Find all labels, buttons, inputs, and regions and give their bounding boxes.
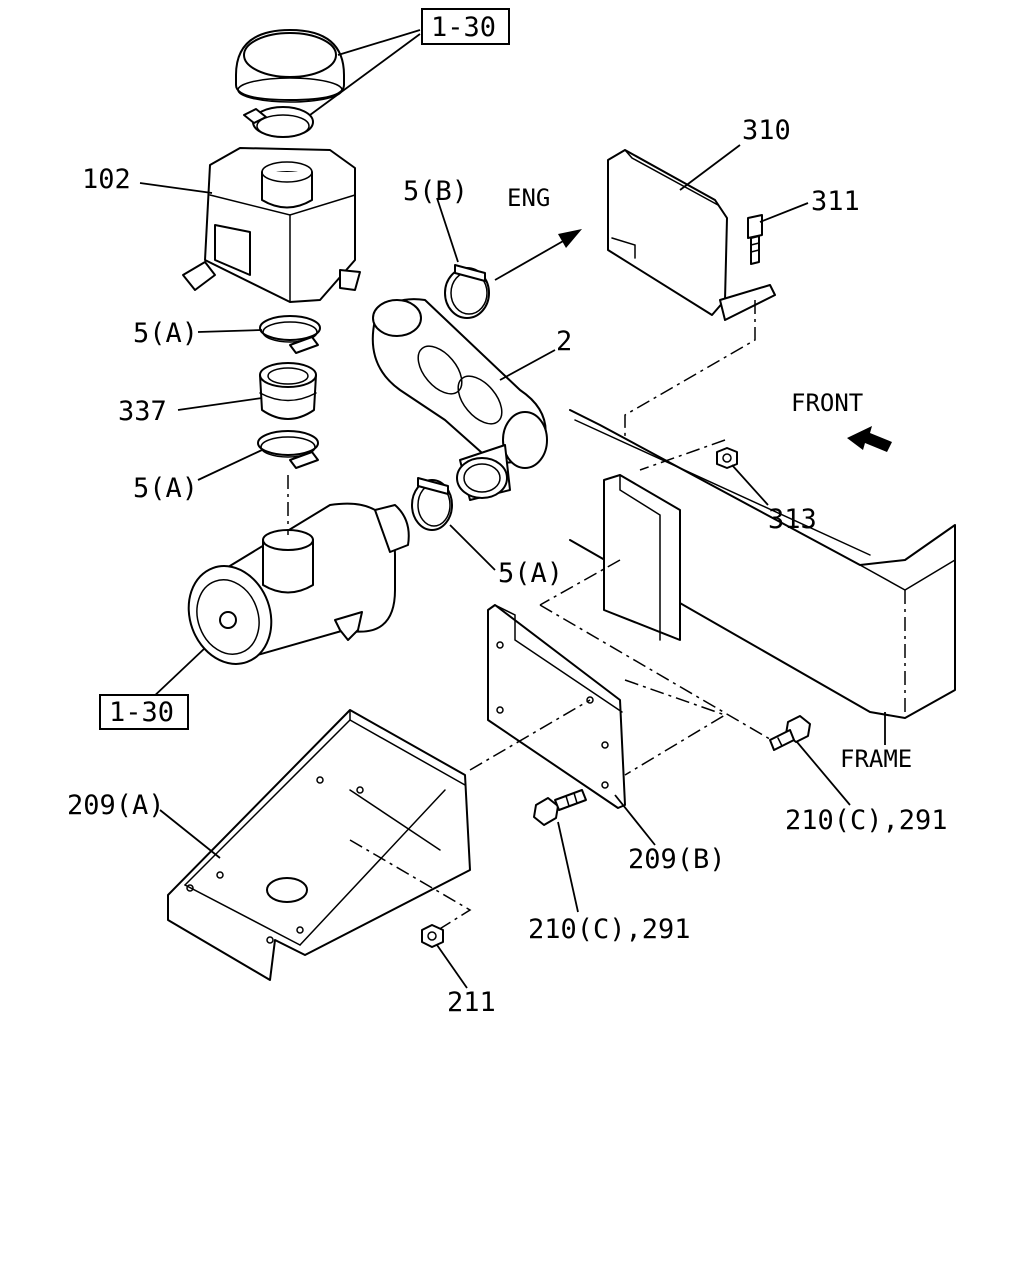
part-337-label: 337 <box>118 396 167 427</box>
bolt-210c-bottom <box>533 789 587 826</box>
part-211-label: 211 <box>447 987 496 1018</box>
clamp-5a-upper <box>259 315 321 354</box>
air-box-102 <box>182 147 361 303</box>
leader-lines <box>139 29 886 989</box>
clamp-5a-right <box>411 477 453 531</box>
frame-rail <box>569 409 956 719</box>
part-210c-right-label: 210(C),291 <box>785 805 948 836</box>
part-313-label: 313 <box>768 504 817 535</box>
front-direction-arrow <box>847 426 892 452</box>
nut-211 <box>421 924 444 948</box>
intake-hose-2 <box>371 298 548 501</box>
ref-1-30-bottom-box <box>99 694 189 730</box>
hose-337 <box>259 362 317 420</box>
air-cleaner-cap <box>235 29 345 103</box>
bracket-mount-line <box>624 300 756 465</box>
part-210c-bottom-label: 210(C),291 <box>528 914 691 945</box>
part-2-label: 2 <box>556 326 572 357</box>
bracket-209a <box>167 709 471 981</box>
nut-313 <box>716 447 738 469</box>
frame-upright <box>603 474 681 641</box>
bracket-209b-line-4 <box>624 679 727 776</box>
part-102-label: 102 <box>82 164 131 195</box>
eng-direction-arrow <box>494 229 582 281</box>
bracket-209b-line-3 <box>469 699 591 771</box>
part-311-label: 311 <box>811 186 860 217</box>
cap-clamp <box>243 106 314 138</box>
ref-1-30-top-label: 1-30 <box>431 12 496 43</box>
ref-1-30-bottom-label: 1-30 <box>109 697 174 728</box>
part-209b-label: 209(B) <box>628 844 726 875</box>
part-5a-right-label: 5(A) <box>498 558 563 589</box>
clamp-5b <box>444 264 490 319</box>
ref-1-30-top-box <box>421 8 510 45</box>
bracket-209a-line <box>349 839 472 936</box>
part-5a-upper-label: 5(A) <box>133 318 198 349</box>
clamp-5a-lower <box>257 430 319 469</box>
bolt-311 <box>747 214 763 265</box>
part-310-label: 310 <box>742 115 791 146</box>
nut-313-line <box>639 439 726 471</box>
part-5a-lower-label: 5(A) <box>133 473 198 504</box>
bracket-209b-line <box>539 604 781 746</box>
front-label: FRONT <box>791 389 863 417</box>
bracket-209b <box>487 604 626 809</box>
eng-label: ENG <box>507 184 550 212</box>
part-209a-label: 209(A) <box>67 790 165 821</box>
part-5b-label: 5(B) <box>403 176 468 207</box>
air-cleaner-body <box>187 475 410 665</box>
bolt-210c-right <box>769 715 811 751</box>
frame-label: FRAME <box>840 745 912 773</box>
bracket-310 <box>607 149 776 321</box>
